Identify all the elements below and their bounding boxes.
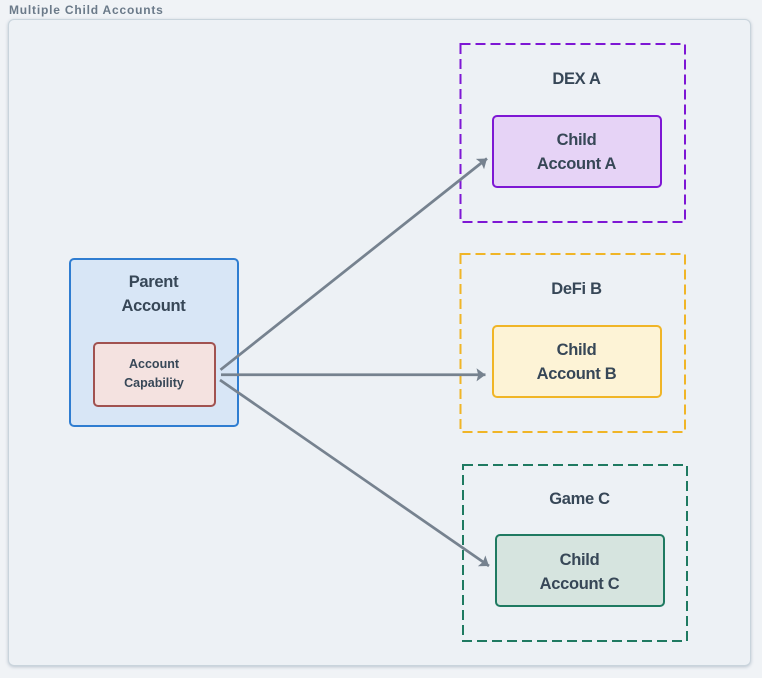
account-capability-label: Account Capability xyxy=(124,357,184,390)
diagram-title: Multiple Child Accounts xyxy=(9,3,164,17)
parent-account-label: Parent Account xyxy=(121,273,186,315)
group-label-dex-a: DEX A xyxy=(552,69,601,88)
child-account-a-label: Child Account A xyxy=(536,131,617,174)
child-account-c-node: Child Account C xyxy=(494,534,665,607)
child-account-a-node: Child Account A xyxy=(491,114,662,188)
child-account-b-label: Child Account B xyxy=(536,341,617,384)
group-label-game-c: Game C xyxy=(549,489,610,508)
group-container-game-c xyxy=(462,464,688,642)
account-capability-node: Account Capability xyxy=(92,342,216,407)
arrow-to-child-a xyxy=(219,157,488,371)
group-container-defi-b xyxy=(459,253,686,433)
group-container-dex-a xyxy=(459,43,686,223)
arrow-to-child-c xyxy=(219,378,490,568)
child-account-b-node: Child Account B xyxy=(491,324,662,398)
child-account-c-label: Child Account C xyxy=(539,550,620,593)
group-label-defi-b: DeFi B xyxy=(551,279,602,298)
